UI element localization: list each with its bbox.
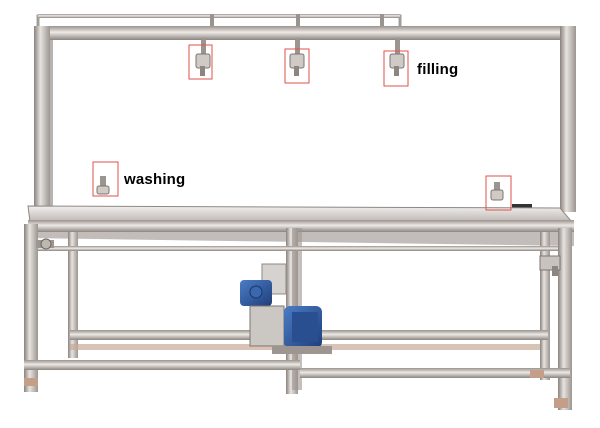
washing-nozzle-left bbox=[96, 176, 110, 195]
highlight-boxes bbox=[92, 44, 512, 211]
filling-nozzle-3-highlight bbox=[383, 50, 409, 87]
filling-nozzle-2-highlight bbox=[284, 48, 310, 84]
upper-frame bbox=[34, 26, 576, 212]
left-valve bbox=[36, 238, 54, 250]
top-manifold-pipe bbox=[36, 14, 402, 34]
filling-nozzle-2 bbox=[289, 38, 305, 76]
washing-nozzle-right bbox=[490, 182, 532, 210]
filling-label: filling bbox=[417, 61, 459, 78]
filling-nozzle-1-highlight bbox=[188, 44, 213, 80]
washing-nozzle-right-highlight bbox=[485, 175, 512, 211]
right-valve bbox=[539, 255, 561, 276]
washing-nozzle-left-highlight bbox=[92, 161, 119, 197]
washing-label: washing bbox=[124, 171, 186, 188]
filling-nozzle-3 bbox=[389, 38, 405, 76]
filling-nozzle-1 bbox=[195, 38, 211, 76]
pump-motor bbox=[240, 263, 332, 354]
